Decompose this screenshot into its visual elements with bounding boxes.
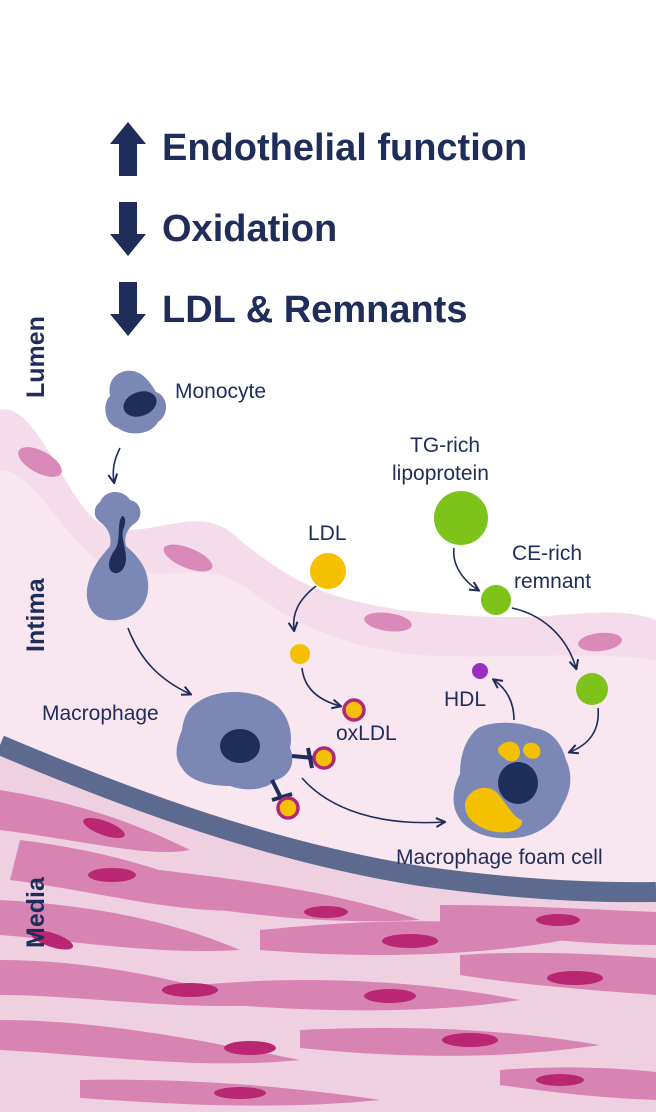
- arrow-to-foam-cell: [301, 777, 444, 823]
- arrow-remnant-entry: [511, 607, 576, 668]
- arrow-foam-cell-to-hdl: [494, 680, 515, 721]
- label-remnant: remnant: [514, 570, 591, 593]
- effect-text: Endothelial function: [162, 127, 527, 169]
- lipid-droplet: [497, 741, 520, 762]
- scavenger-receptor: [271, 792, 293, 802]
- label-tg-rich: TG-rich: [410, 434, 480, 457]
- hdl-particle: [472, 663, 488, 679]
- label-monocyte: Monocyte: [175, 380, 266, 403]
- ldl-particle: [310, 553, 346, 589]
- endothelial-cell: [578, 632, 622, 652]
- effect-text: Oxidation: [162, 208, 337, 250]
- label-ldl: LDL: [308, 522, 347, 545]
- bound-oxldl-particle: [276, 796, 300, 820]
- macrophage-nucleus: [220, 729, 260, 763]
- arrow-tg-to-remnant: [453, 547, 478, 590]
- monocyte: [105, 370, 167, 434]
- layer-label-media: Media: [22, 876, 50, 948]
- arrow-ldl-oxidation: [301, 667, 340, 706]
- down-arrow-icon: [110, 282, 146, 336]
- label-macrophage: Macrophage: [42, 702, 159, 725]
- endothelial-cell: [364, 612, 412, 632]
- oxldl-particle: [342, 698, 366, 722]
- arrow-to-macrophage: [127, 627, 190, 694]
- arrow-remnant-to-foam-cell: [570, 707, 599, 752]
- ce-rich-remnant: [481, 585, 511, 615]
- internal-elastic-lamina: [0, 735, 656, 903]
- scavenger-receptor: [306, 747, 314, 769]
- tg-rich-lipoprotein: [434, 491, 488, 545]
- effect-text: LDL & Remnants: [162, 289, 467, 331]
- endothelial-cell: [163, 544, 213, 572]
- transmigrating-monocyte: [86, 492, 149, 621]
- lipid-droplet: [523, 742, 541, 759]
- label-hdl: HDL: [444, 688, 486, 711]
- label-lipoprotein: lipoprotein: [392, 462, 489, 485]
- bound-oxldl-particle: [312, 746, 336, 770]
- smooth-muscle-nuclei: [30, 818, 603, 1099]
- label-oxldl: oxLDL: [336, 722, 397, 745]
- arrow-ldl-entry: [294, 585, 317, 630]
- foam-cell-nucleus: [498, 762, 538, 804]
- endothelial-cell: [18, 447, 62, 477]
- arrow-monocyte-migration: [113, 447, 121, 482]
- remnant-particle-intima: [576, 673, 608, 705]
- label-foam-cell: Macrophage foam cell: [396, 846, 603, 869]
- lipid-droplet: [464, 787, 523, 833]
- up-arrow-icon: [110, 122, 146, 176]
- effect-oxidation: Oxidation: [110, 202, 337, 256]
- macrophage: [176, 691, 315, 802]
- label-ce-rich: CE-rich: [512, 542, 582, 565]
- ldl-particle-intima: [290, 644, 310, 664]
- layer-label-lumen: Lumen: [22, 316, 50, 398]
- layer-label-intima: Intima: [22, 577, 50, 652]
- monocyte-nucleus: [123, 391, 157, 417]
- effect-endothelial-function: Endothelial function: [110, 122, 527, 176]
- transmigrating-nucleus: [109, 516, 126, 574]
- macrophage-foam-cell: [453, 722, 571, 839]
- down-arrow-icon: [110, 202, 146, 256]
- effect-ldl-remnants: LDL & Remnants: [110, 282, 467, 336]
